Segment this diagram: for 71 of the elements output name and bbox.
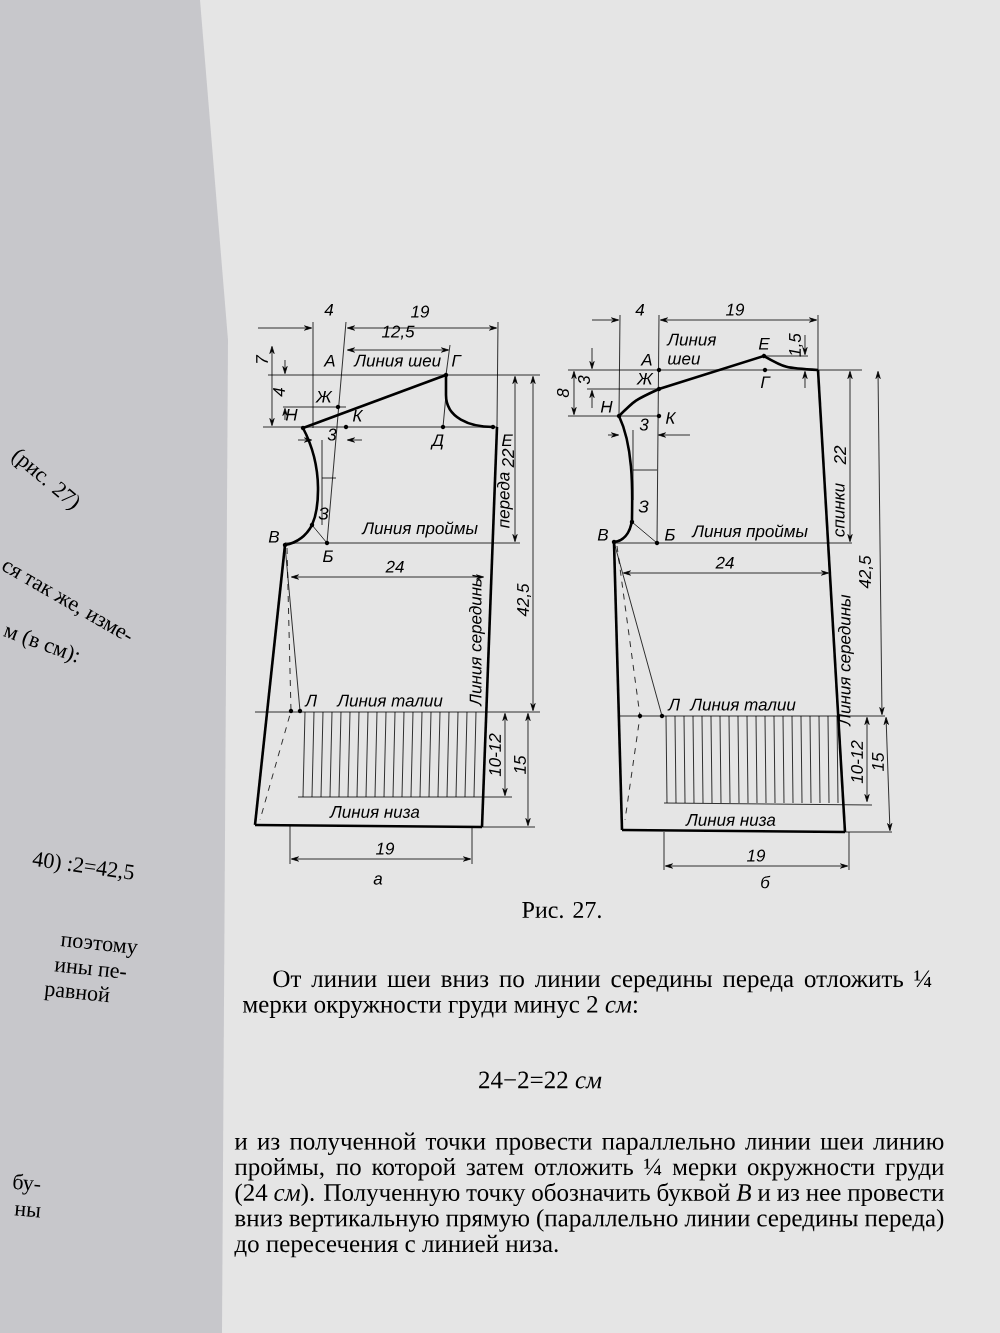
line-name: Линия шеи: [666, 333, 717, 365]
point-letter: Е: [501, 434, 513, 447]
page-text: бу-: [13, 1173, 41, 1195]
line-name: Линия шеи: [353, 354, 441, 367]
dimension-value: 12,5: [381, 325, 415, 340]
point-letter: Г: [451, 354, 462, 367]
line-name: Линия середины: [469, 574, 485, 707]
point-letter: З: [638, 500, 649, 513]
point-letter: Г: [760, 376, 771, 389]
point-letter: З: [318, 507, 329, 520]
dimension-value: 4: [635, 303, 645, 316]
point-letter: Б: [322, 550, 333, 563]
dimension-value: 15: [514, 755, 526, 774]
page-text: (рис. 27): [11, 449, 79, 510]
page-text: ины пе-: [54, 961, 126, 978]
line-name: Линия низа: [329, 806, 420, 818]
dimension-value: 1,5: [789, 333, 803, 357]
dimension-value: 7: [256, 354, 268, 363]
dimension-value: 22: [502, 448, 514, 468]
dimension-value: 10-12: [851, 740, 863, 784]
figure-letter: б: [761, 875, 771, 889]
dimension-value: 4: [273, 387, 285, 397]
page-text: равной: [43, 985, 110, 1003]
line-name: Линия середины: [838, 594, 854, 727]
line-name: Линия проймы: [361, 521, 478, 538]
line-name: спинки: [835, 483, 845, 537]
dimension-value: 4: [324, 303, 334, 316]
figure-letter: а: [373, 875, 383, 885]
dimension-value: 10-12: [489, 733, 501, 777]
dimension-value: 22: [834, 445, 846, 465]
formula-line: 24−2=22 см: [479, 1071, 602, 1089]
point-letter: Л: [667, 698, 681, 711]
line-name: Линия талии: [336, 694, 443, 707]
point-letter: Е: [758, 337, 770, 350]
point-letter: К: [352, 409, 364, 422]
point-letter: Н: [600, 400, 613, 413]
point-letter: А: [640, 353, 652, 366]
dimension-value: 42,5: [859, 555, 873, 589]
point-letter: Ж: [636, 372, 654, 385]
dimension-value: 24: [715, 556, 734, 569]
line-name: Линия низа: [685, 814, 776, 826]
dimension-value: 3: [327, 428, 337, 441]
dimension-value: 24: [385, 560, 404, 573]
dimension-value: 8: [557, 388, 569, 398]
point-letter: Н: [285, 408, 298, 421]
dimension-value: 19: [726, 303, 745, 316]
point-letter: Б: [664, 528, 675, 541]
figure-caption: Рис. 27.: [522, 901, 601, 919]
line-name: Линия проймы: [691, 524, 808, 541]
point-letter: В: [268, 530, 279, 543]
point-letter: Л: [304, 694, 318, 707]
paragraph: От линии шеи вниз по линии середины переда отложить ¼ мерки окружности груди минус 2 см:: [242, 970, 932, 1018]
line-name: Линия талии: [689, 698, 796, 711]
point-letter: Ж: [315, 390, 333, 403]
dimension-value: 3: [578, 375, 590, 385]
point-letter: А: [323, 354, 335, 367]
dimension-value: 15: [872, 752, 884, 771]
dimension-value: 19: [411, 305, 430, 318]
paragraph: и из полученной точки провести параллельно линии шеи линию проймы, по которой затем отложить ¼ мерки окружности груди (24 см). Полученную точку обозначить буквой В и из нее провести вниз вертикальную прямую (параллельно линии середины переда) до пересечения с линией низа.: [234, 1132, 944, 1258]
page-text: поэтому: [60, 936, 138, 958]
page-text: м (в см):: [2, 626, 79, 664]
line-name: переда: [497, 472, 513, 528]
dimension-value: 19: [376, 842, 395, 855]
page-text: 40) :2=42,5: [32, 852, 134, 882]
point-letter: Д: [430, 434, 444, 450]
dimension-value: 42,5: [517, 583, 531, 617]
page-text: ны: [14, 1205, 41, 1218]
point-letter: К: [665, 412, 677, 424]
dimension-value: 3: [639, 418, 649, 431]
point-letter: В: [597, 528, 608, 541]
dimension-value: 19: [747, 849, 766, 862]
